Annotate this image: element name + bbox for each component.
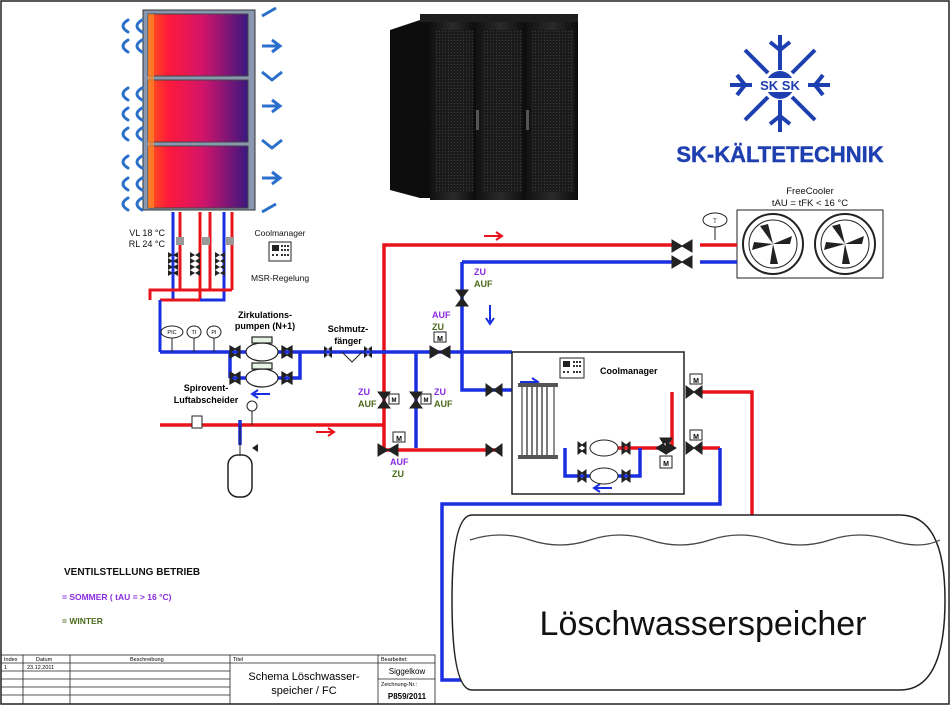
- motor-label-cm1: M: [693, 378, 699, 385]
- valve-top-state-2: AUF: [474, 279, 493, 289]
- plate-heat-exchanger: [518, 383, 558, 459]
- freecooler-unit: [736, 209, 884, 279]
- valve-left-state-1: ZU: [358, 387, 370, 397]
- motor-label-3way: M: [663, 461, 669, 468]
- valve-bottom-state-1: AUF: [390, 457, 409, 467]
- freecooler-title: FreeCooler: [786, 186, 834, 197]
- pumps-label-2: pumpen (N+1): [235, 321, 295, 331]
- title-block: [0, 654, 436, 705]
- separator-label-1: Spirovent-: [184, 383, 229, 393]
- tb-header-zeichnung: Zeichnung-Nr.:: [381, 682, 418, 688]
- legend-title: VENTILSTELLUNG BETRIEB: [64, 567, 200, 578]
- valve-mid-state-1: AUF: [432, 310, 451, 320]
- pumps-label-1: Zirkulations-: [238, 310, 292, 320]
- svg-text:SK SK: SK SK: [760, 78, 800, 93]
- coolmanager-top-title: Coolmanager: [254, 228, 305, 238]
- rack-vl-label: VL 18 °C: [129, 228, 165, 238]
- msr-controller-icon: [268, 241, 292, 262]
- coolmanager-box: [511, 351, 685, 495]
- coolmanager-box-title: Coolmanager: [600, 366, 658, 376]
- sk-snowflake-logo: SK SK: [730, 35, 830, 132]
- tb-header-datum: Datum: [36, 657, 53, 663]
- valve-right-state-1: ZU: [434, 387, 446, 397]
- expansion-vessel: [227, 425, 258, 498]
- motor-label-left: M: [392, 398, 397, 404]
- strainer-label-1: Schmutz-: [328, 324, 369, 334]
- tb-zeichnung-value: P859/2011: [388, 692, 427, 701]
- rack-rl-label: RL 24 °C: [129, 239, 166, 249]
- circulation-pumps: [228, 336, 294, 388]
- coolmanager-controller-icon: [559, 357, 585, 379]
- logo-text: SK-KÄLTETECHNIK: [676, 142, 883, 167]
- tb-title-1: Schema Löschwasser-: [248, 671, 360, 683]
- rack-valves: [168, 237, 234, 276]
- motor-label: M: [437, 336, 443, 343]
- tb-header-bearbeitet: Bearbeitet:: [381, 657, 408, 663]
- valve-right-state-2: AUF: [434, 399, 453, 409]
- rack-heat-exchangers: [142, 9, 256, 211]
- rack-pipes: [148, 212, 234, 352]
- motor-label-right: M: [424, 398, 429, 404]
- fire-water-tank: [451, 514, 946, 691]
- valve-mid-state-2: ZU: [432, 322, 444, 332]
- gauge-label-ti: TI: [192, 330, 197, 336]
- gauge-label-pi: PI: [211, 330, 217, 336]
- airflow-out-arrows: [261, 6, 283, 214]
- gauge-label-pic: PIC: [167, 330, 176, 336]
- coolmanager-pumps: [577, 439, 631, 485]
- valve-top-state-1: ZU: [474, 267, 486, 277]
- strainer-label-2: fänger: [334, 336, 362, 346]
- tb-row-index: 1: [4, 665, 7, 671]
- motor-label-bottom: M: [396, 436, 402, 443]
- strainer-symbol: [324, 346, 372, 363]
- flow-arrows: [250, 231, 612, 493]
- motor-label-cm2: M: [693, 434, 699, 441]
- tb-title-2: speicher / FC: [271, 685, 336, 697]
- tb-row-datum: 23.12.2011: [27, 665, 54, 671]
- gauge-row: [160, 325, 222, 352]
- tb-header-titel: Titel: [233, 657, 243, 663]
- legend-winter: = WINTER: [62, 616, 103, 626]
- valves: [377, 239, 703, 469]
- legend-summer: = SOMMER ( tAU = > 16 °C): [62, 592, 172, 602]
- tb-header-beschreibung: Beschreibung: [130, 657, 164, 663]
- airflow-in-arrows: [121, 18, 144, 212]
- spirovent-separator: [191, 400, 258, 429]
- separator-label-2: Luftabscheider: [174, 395, 239, 405]
- valve-bottom-state-2: ZU: [392, 469, 404, 479]
- freecooler-sensor-label: T: [713, 219, 717, 225]
- server-cabinets-image: [390, 14, 578, 200]
- freecooler-formula: tAU = tFK < 16 °C: [772, 198, 848, 209]
- valve-left-state-2: AUF: [358, 399, 377, 409]
- tb-header-index: Index: [4, 657, 18, 663]
- msr-caption: MSR-Regelung: [251, 273, 309, 283]
- tank-label: Löschwasserspeicher: [540, 605, 867, 643]
- tb-bearbeitet-value: Siggelkow: [389, 667, 426, 676]
